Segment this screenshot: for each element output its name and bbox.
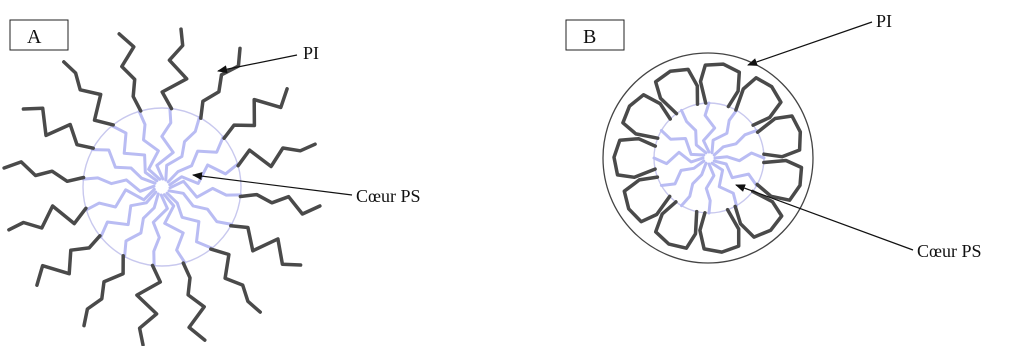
panel-b-label-box (565, 19, 625, 51)
panel-a-core-arrow (192, 172, 353, 196)
panel-a-pi-arrow (217, 54, 298, 74)
ps-chain (659, 129, 706, 157)
pi-loop (653, 200, 699, 250)
panel-a-pi-chains (2, 27, 322, 346)
ps-chain (166, 135, 225, 184)
ps-chain (168, 162, 240, 187)
panel-a-pi-label: PI (303, 43, 319, 63)
pi-chain (35, 234, 102, 287)
panel-b-core-arrow (735, 184, 914, 251)
ps-chain (151, 193, 169, 268)
pi-chain (160, 27, 189, 111)
pi-chain (236, 142, 317, 169)
pi-chain (21, 106, 95, 150)
panel-b: B PI Cœur PS (565, 11, 982, 264)
ps-chain (710, 108, 738, 155)
ps-chain (90, 148, 157, 185)
panel-a: A PI Cœur PS (2, 19, 421, 346)
panel-b-ps-chains (652, 101, 766, 215)
pi-loop (755, 158, 804, 202)
panel-a-ps-core (82, 107, 242, 267)
pi-chain (7, 204, 88, 232)
ps-chain (712, 129, 759, 157)
ps-chain (713, 151, 766, 163)
ps-chain (155, 106, 175, 181)
ps-chain (652, 150, 705, 166)
pi-chain (2, 160, 86, 184)
panel-b-core-label: Cœur PS (917, 241, 982, 261)
pi-loop (755, 114, 803, 159)
ps-chain (168, 179, 243, 199)
ps-chain (712, 159, 759, 187)
panel-b-outer-shell (602, 52, 814, 264)
panel-b-pi-loops (612, 62, 804, 254)
ps-chain (680, 161, 708, 208)
ps-chain (167, 189, 234, 226)
ps-chain (164, 115, 201, 182)
pi-chain (62, 60, 115, 127)
ps-chain (137, 109, 162, 181)
pi-loop (698, 62, 742, 109)
panel-a-label-box (9, 19, 69, 51)
pi-chain (209, 247, 262, 314)
ps-chain (702, 101, 717, 154)
ps-chain (110, 124, 159, 183)
ps-chain (165, 191, 214, 250)
pi-chain (238, 192, 322, 216)
ps-chain (99, 190, 158, 239)
pi-loop (653, 67, 700, 116)
ps-chain (680, 108, 708, 155)
ps-chain (84, 187, 156, 212)
panel-b-pi-arrow (747, 21, 873, 66)
ps-chain (659, 159, 706, 187)
pi-loop (733, 189, 784, 239)
ps-chain (81, 176, 156, 193)
pi-chain (82, 254, 125, 328)
ps-chain (704, 162, 716, 215)
panel-b-label: B (583, 26, 596, 48)
pi-loop (621, 93, 672, 140)
pi-loop (612, 136, 658, 180)
ps-chain (710, 161, 738, 208)
pi-chain (199, 46, 242, 120)
pi-chain (229, 224, 303, 267)
pi-chain (222, 87, 289, 140)
panel-b-pi-label: PI (876, 11, 892, 31)
pi-loop (622, 175, 672, 224)
pi-loop (734, 76, 783, 127)
panel-a-label: A (27, 26, 42, 48)
pi-chain (117, 32, 143, 113)
pi-chain (135, 263, 163, 346)
panel-a-ps-chains-inner (81, 106, 243, 268)
pi-loop (698, 207, 741, 254)
pi-chain (181, 261, 207, 342)
panel-a-core-label: Cœur PS (356, 186, 421, 206)
ps-chain (123, 192, 160, 259)
ps-chain (162, 193, 187, 265)
